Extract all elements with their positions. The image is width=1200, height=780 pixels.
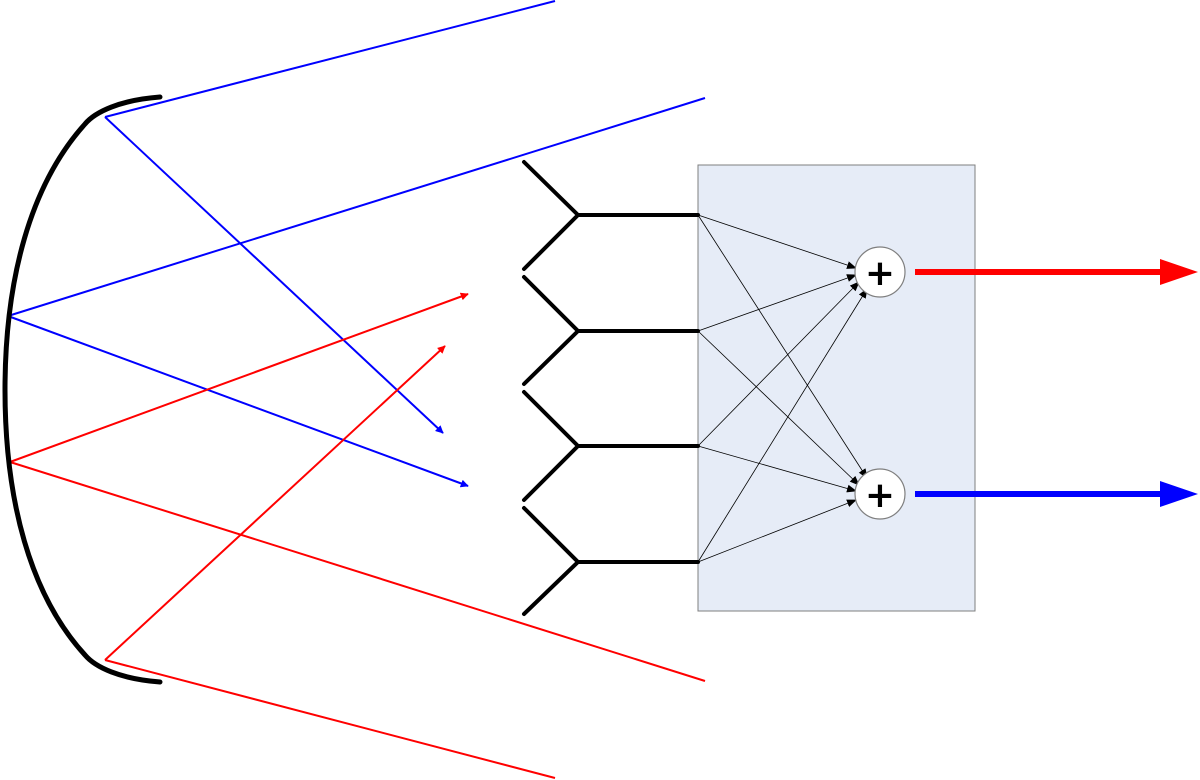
beam-a-rays bbox=[7, 0, 706, 488]
weight-line bbox=[697, 214, 857, 269]
weight-line bbox=[697, 499, 857, 563]
parabolic-reflector-icon bbox=[2, 94, 163, 685]
beam-a-reflected-ray-1 bbox=[104, 116, 444, 434]
beam-b-rays bbox=[9, 292, 706, 779]
beam-a-incident-ray-2 bbox=[7, 97, 706, 317]
summing-node-icon bbox=[854, 246, 906, 298]
weight-line bbox=[697, 445, 857, 493]
feed-horn-icon bbox=[522, 160, 700, 271]
summing-node-bottom: + bbox=[854, 468, 906, 520]
summing-node-symbol: + bbox=[865, 475, 895, 516]
output-beam-b bbox=[915, 259, 1198, 285]
feed-horn-icon bbox=[522, 275, 700, 386]
beamforming-network-box bbox=[697, 164, 976, 612]
feed-array bbox=[522, 160, 700, 616]
beam-b-incident-ray-1 bbox=[9, 461, 706, 682]
beam-a-incident-ray-1 bbox=[104, 0, 556, 118]
weight-lines bbox=[697, 214, 868, 563]
weight-line bbox=[697, 288, 868, 563]
weight-line bbox=[697, 214, 868, 479]
feed-horn-icon bbox=[522, 390, 700, 502]
beam-b-reflected-ray-2 bbox=[104, 345, 446, 661]
summing-node-icon bbox=[854, 468, 906, 520]
beam-b-reflected-ray-1 bbox=[9, 292, 469, 463]
beam-b-incident-ray-2 bbox=[104, 659, 556, 779]
weight-line bbox=[697, 274, 857, 332]
beam-a-reflected-ray-2 bbox=[7, 315, 469, 488]
weight-line bbox=[697, 281, 860, 447]
summing-node-top: + bbox=[854, 246, 906, 298]
feed-horn-icon bbox=[522, 506, 700, 616]
summing-node-symbol: + bbox=[865, 253, 895, 294]
output-beam-a bbox=[915, 481, 1198, 507]
weight-line bbox=[697, 330, 860, 486]
